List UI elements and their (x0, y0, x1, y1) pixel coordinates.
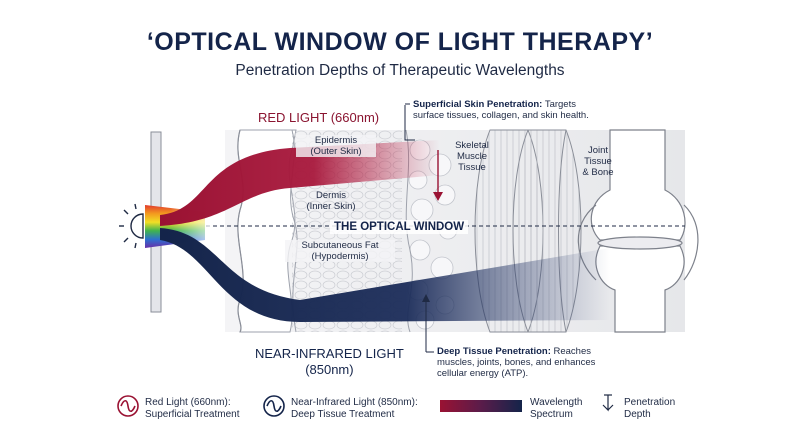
legend-red: Red Light (660nm): Superficial Treatment (145, 397, 240, 420)
deep-note: Deep Tissue Penetration: Reaches muscles… (437, 346, 596, 379)
muscle-label: Skeletal Muscle Tissue (455, 140, 489, 173)
light-bulb-icon (119, 203, 144, 249)
legend-nir: Near-Infrared Light (850nm): Deep Tissue… (291, 397, 418, 420)
spectrum-bar (440, 400, 522, 412)
page-subtitle: Penetration Depths of Therapeutic Wavele… (235, 62, 565, 79)
red-light-label: RED LIGHT (660nm) (258, 110, 380, 125)
red-light-beam (160, 140, 440, 226)
page-title: ‘OPTICAL WINDOW OF LIGHT THERAPY’ (146, 28, 654, 56)
legend-spectrum: Wavelength Spectrum (530, 397, 583, 420)
superficial-note: Superficial Skin Penetration: Targets su… (413, 99, 589, 121)
joint-label: Joint Tissue & Bone (582, 145, 614, 178)
deep-leader (422, 294, 434, 353)
dermis-label: Dermis (Inner Skin) (306, 190, 356, 212)
legend-depth: Penetration Depth (624, 397, 676, 420)
nir-light-label: NEAR-INFRARED LIGHT (850nm) (255, 346, 404, 377)
depth-arrow-icon (602, 394, 614, 412)
red-depth-arrow (433, 150, 443, 201)
nir-wave-icon (263, 395, 285, 417)
red-wave-icon (117, 395, 139, 417)
fat-label: Subcutaneous Fat (Hypodermis) (285, 240, 395, 262)
epidermis-label: Epidermis (Outer Skin) (296, 135, 376, 157)
nir-light-beam (160, 228, 610, 322)
optical-window-label: THE OPTICAL WINDOW (330, 220, 469, 234)
superficial-leader (404, 105, 415, 141)
